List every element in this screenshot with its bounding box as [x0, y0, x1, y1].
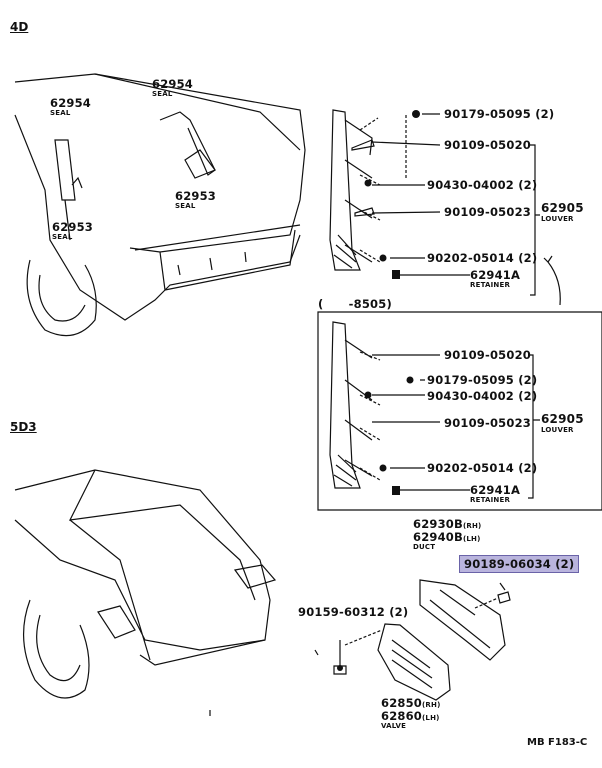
seal-lower-left-pn: 62953 — [52, 220, 94, 234]
valve-lh-tag: (LH) — [422, 714, 440, 722]
section-4d-label: 4D — [10, 20, 29, 34]
valve-rh-pn: 62850 — [381, 696, 423, 710]
section-5d3-label: 5D3 — [10, 420, 37, 434]
louver-a-illustration — [329, 109, 561, 306]
seal-upper-right-name: SEAL — [152, 90, 173, 98]
louver-a-clip: 90202-05014 (2) — [427, 251, 538, 265]
seal-upper-left-pn: 62954 — [50, 96, 92, 110]
duct-lh-pn: 62940B — [413, 530, 463, 544]
highlighted-part-number[interactable]: 90189-06034 (2) — [459, 555, 580, 573]
valve-rh-label: 62850(RH) — [381, 696, 440, 710]
louver-b-retainer-name: RETAINER — [470, 496, 511, 504]
louver-b-range: ( -8505) — [318, 297, 392, 311]
louver-b-screw1: 90179-05095 (2) — [427, 373, 538, 387]
louver-b-assy-name: LOUVER — [541, 426, 574, 434]
duct-name: DUCT — [413, 543, 436, 551]
seal-upper-right-pn: 62954 — [152, 77, 194, 91]
louver-a-retainer-name: RETAINER — [470, 281, 511, 289]
sedan-illustration — [14, 73, 306, 337]
louver-b-box — [317, 311, 602, 511]
louver-a-assy-name: LOUVER — [541, 215, 574, 223]
duct-rh-tag: (RH) — [462, 522, 482, 530]
valve-name: VALVE — [381, 722, 407, 730]
valve-rh-tag: (RH) — [422, 701, 441, 709]
louver-b-retainer-pn: 62941A — [470, 483, 521, 497]
louver-a-retainer-pn: 62941A — [470, 268, 521, 282]
duct-lh-label: 62940B(LH) — [413, 530, 481, 544]
valve-lh-label: 62860(LH) — [381, 709, 440, 723]
louver-b-assy-pn: 62905 — [541, 412, 584, 426]
louver-a-assy-pn: 62905 — [541, 201, 584, 215]
bolt-pn: 90159-60312 (2) — [298, 605, 409, 619]
louver-a-screw1: 90179-05095 (2) — [444, 107, 555, 121]
louver-a-screw3: 90109-05023 — [444, 205, 531, 219]
duct-rh-pn: 62930B — [413, 517, 463, 531]
duct-lh-tag: (LH) — [462, 535, 481, 543]
louver-b-clip: 90202-05014 (2) — [427, 461, 538, 475]
seal-upper-left-name: SEAL — [50, 109, 71, 117]
duct-valve-illustration — [333, 579, 511, 701]
louver-b-nut: 90430-04002 (2) — [427, 389, 538, 403]
louver-a-nut: 90430-04002 (2) — [427, 178, 538, 192]
louver-b-screw3: 90109-05023 — [444, 416, 531, 430]
seal-lower-left-name: SEAL — [52, 233, 73, 241]
duct-rh-label: 62930B(RH) — [413, 517, 481, 531]
seal-mid-name: SEAL — [175, 202, 196, 210]
hatchback-illustration — [14, 469, 319, 716]
diagram-code: MB F183-C — [527, 737, 588, 748]
louver-a-screw2: 90109-05020 — [444, 138, 531, 152]
seal-mid-pn: 62953 — [175, 189, 217, 203]
louver-b-screw2: 90109-05020 — [444, 348, 531, 362]
valve-lh-pn: 62860 — [381, 709, 423, 723]
